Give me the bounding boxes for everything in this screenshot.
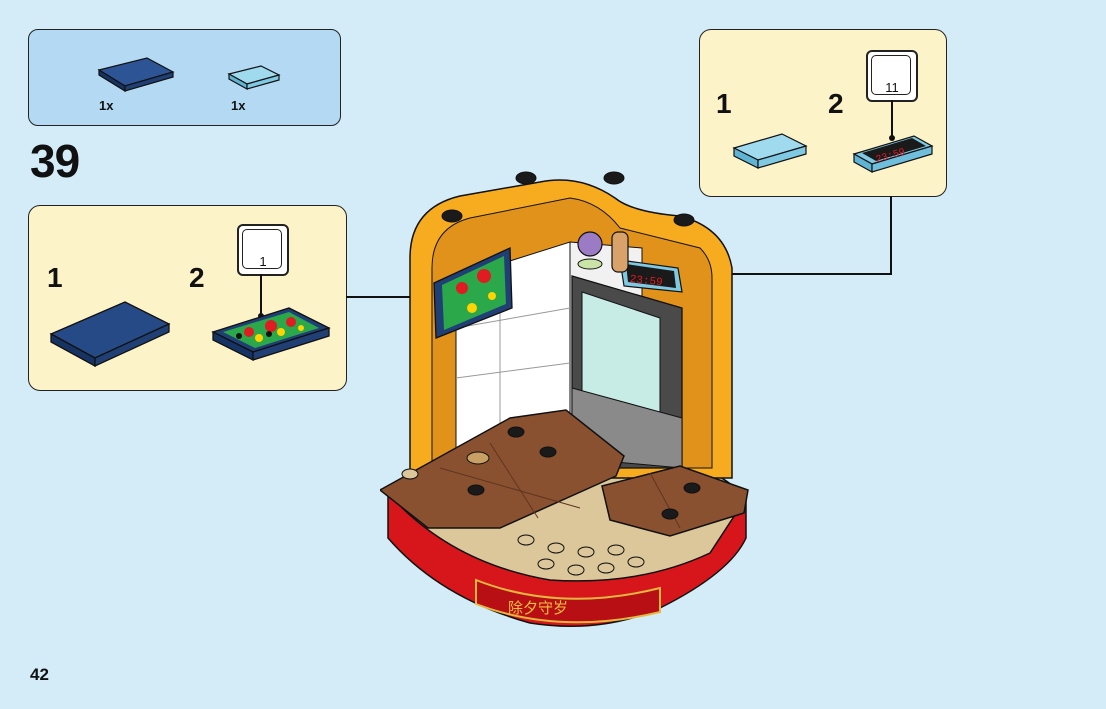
trophy-figure xyxy=(612,232,628,272)
coin-tile xyxy=(467,452,489,464)
banner-text: 除夕守岁 xyxy=(508,599,568,617)
lantern-figure xyxy=(578,232,602,256)
page-number: 42 xyxy=(30,665,49,685)
model-illustration: 除夕守岁 23:59 xyxy=(380,168,760,638)
